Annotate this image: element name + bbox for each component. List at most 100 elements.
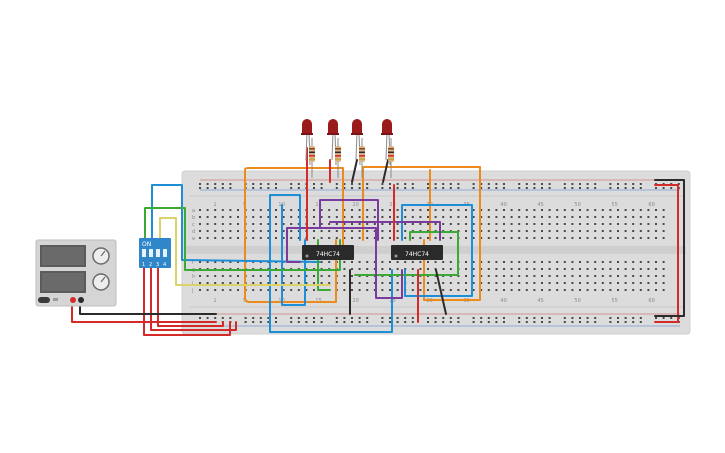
hole — [503, 223, 505, 225]
hole — [457, 183, 460, 185]
hole — [229, 282, 232, 284]
hole — [449, 282, 452, 284]
hole — [427, 223, 429, 225]
hole — [465, 237, 467, 239]
hole — [396, 216, 399, 218]
hole — [282, 282, 285, 284]
power-button[interactable] — [38, 297, 50, 303]
column-number: 50 — [574, 298, 580, 304]
hole — [503, 268, 505, 270]
hole — [297, 223, 300, 225]
hole — [434, 209, 437, 211]
hole — [487, 275, 490, 277]
hole — [373, 230, 376, 232]
dip-toggle-4[interactable] — [163, 249, 167, 257]
hole — [297, 209, 300, 211]
hole — [556, 216, 559, 218]
hole — [632, 321, 635, 323]
hole — [252, 209, 255, 211]
hole — [373, 261, 376, 263]
hole — [206, 209, 209, 211]
hole — [503, 321, 505, 323]
hole — [335, 216, 338, 218]
hole — [358, 187, 361, 189]
hole — [199, 261, 201, 263]
hole — [617, 321, 619, 323]
hole — [518, 223, 521, 225]
hole — [518, 187, 521, 189]
hole — [487, 216, 490, 218]
hole — [449, 321, 452, 323]
hole — [533, 321, 536, 323]
hole — [594, 261, 597, 263]
dip-toggle-2[interactable] — [149, 249, 153, 257]
hole — [449, 216, 452, 218]
hole — [404, 187, 407, 189]
hole — [639, 187, 642, 189]
hole — [229, 275, 232, 277]
dip-switch[interactable]: ON 1 2 3 4 — [139, 238, 171, 268]
hole — [601, 230, 604, 232]
hole — [594, 321, 597, 323]
hole — [510, 223, 513, 225]
hole — [465, 268, 467, 270]
hole — [548, 183, 551, 185]
hole — [351, 289, 353, 291]
hole — [662, 275, 665, 277]
hole — [221, 216, 224, 218]
hole — [427, 317, 429, 319]
row-letter: a — [192, 208, 195, 214]
hole — [579, 275, 581, 277]
dip-toggle-1[interactable] — [142, 249, 146, 257]
hole — [457, 209, 460, 211]
hole — [297, 275, 300, 277]
hole — [229, 317, 232, 319]
hole — [237, 289, 239, 291]
hole — [510, 230, 513, 232]
hole — [609, 237, 612, 239]
hole — [662, 261, 665, 263]
hole — [541, 230, 543, 232]
hole — [335, 223, 338, 225]
hole — [594, 216, 597, 218]
hole — [275, 237, 277, 239]
hole — [206, 187, 209, 189]
hole — [290, 321, 293, 323]
chip-label: 74HC74 — [316, 251, 340, 258]
hole — [655, 187, 657, 189]
row-letter: j — [191, 288, 193, 294]
hole — [411, 317, 414, 319]
hole — [548, 230, 551, 232]
hole — [617, 216, 619, 218]
hole — [548, 282, 551, 284]
hole — [586, 209, 589, 211]
hole — [556, 237, 559, 239]
hole — [586, 282, 589, 284]
hole — [305, 317, 308, 319]
dip-toggle-3[interactable] — [156, 249, 160, 257]
hole — [396, 223, 399, 225]
wire-blue — [401, 204, 473, 297]
hole — [229, 216, 232, 218]
dip-num-4: 4 — [163, 262, 166, 268]
hole — [480, 230, 483, 232]
hole — [571, 321, 574, 323]
hole — [548, 321, 551, 323]
hole — [624, 321, 627, 323]
hole — [579, 317, 581, 319]
hole — [556, 282, 559, 284]
hole — [404, 223, 407, 225]
hole — [404, 209, 407, 211]
hole — [199, 230, 201, 232]
hole — [609, 268, 612, 270]
hole — [609, 289, 612, 291]
hole — [495, 237, 498, 239]
hole — [533, 282, 536, 284]
hole — [199, 183, 201, 185]
hole — [373, 209, 376, 211]
hole — [434, 321, 437, 323]
hole — [571, 230, 574, 232]
row-letter: b — [192, 215, 195, 221]
hole — [571, 223, 574, 225]
hole — [556, 230, 559, 232]
